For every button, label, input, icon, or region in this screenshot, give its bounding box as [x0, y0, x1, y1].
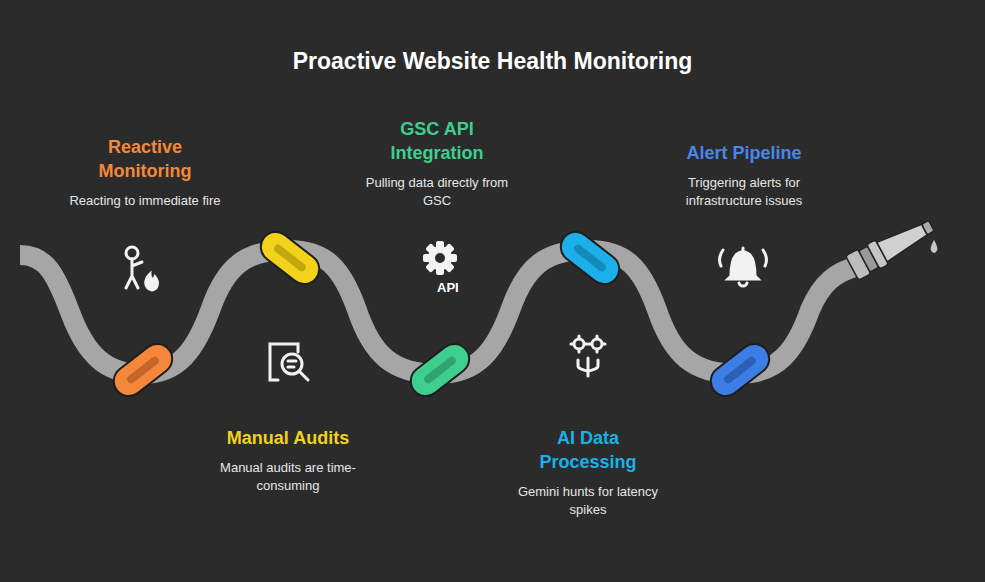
chain-link: [705, 338, 775, 402]
step-description: Gemini hunts for latency spikes: [508, 483, 668, 519]
reactive-icon: [126, 247, 157, 290]
step-heading: Alert Pipeline: [659, 141, 829, 165]
gear-icon: [423, 241, 457, 275]
bell-icon: [720, 248, 767, 286]
step-heading: GSC API Integration: [372, 117, 502, 165]
step-block: Reactive MonitoringReacting to immediate…: [68, 135, 223, 210]
step-heading: Manual Audits: [188, 426, 388, 450]
hose-nozzle: [845, 213, 938, 280]
step-block: GSC API IntegrationPulling data directly…: [365, 117, 510, 210]
ai-icon: [571, 336, 605, 376]
step-description: Manual audits are time-consuming: [208, 459, 368, 495]
step-block: AI Data ProcessingGemini hunts for laten…: [508, 426, 668, 519]
step-heading: Reactive Monitoring: [80, 135, 210, 183]
step-block: Alert PipelineTriggering alerts for infr…: [659, 141, 829, 210]
step-block: Manual AuditsManual audits are time-cons…: [188, 426, 388, 495]
step-heading: AI Data Processing: [523, 426, 653, 474]
water-drop: [931, 240, 938, 253]
chain-link: [555, 226, 625, 290]
step-description: Triggering alerts for infrastructure iss…: [669, 174, 819, 210]
audit-icon: [270, 344, 308, 380]
chain-link: [405, 338, 475, 402]
chain-link: [255, 226, 325, 290]
step-description: Reacting to immediate fire: [68, 192, 223, 210]
icon-label: API: [437, 281, 459, 295]
diagram-title: Proactive Website Health Monitoring: [0, 48, 985, 75]
chain-link: [108, 338, 178, 402]
step-description: Pulling data directly from GSC: [365, 174, 510, 210]
